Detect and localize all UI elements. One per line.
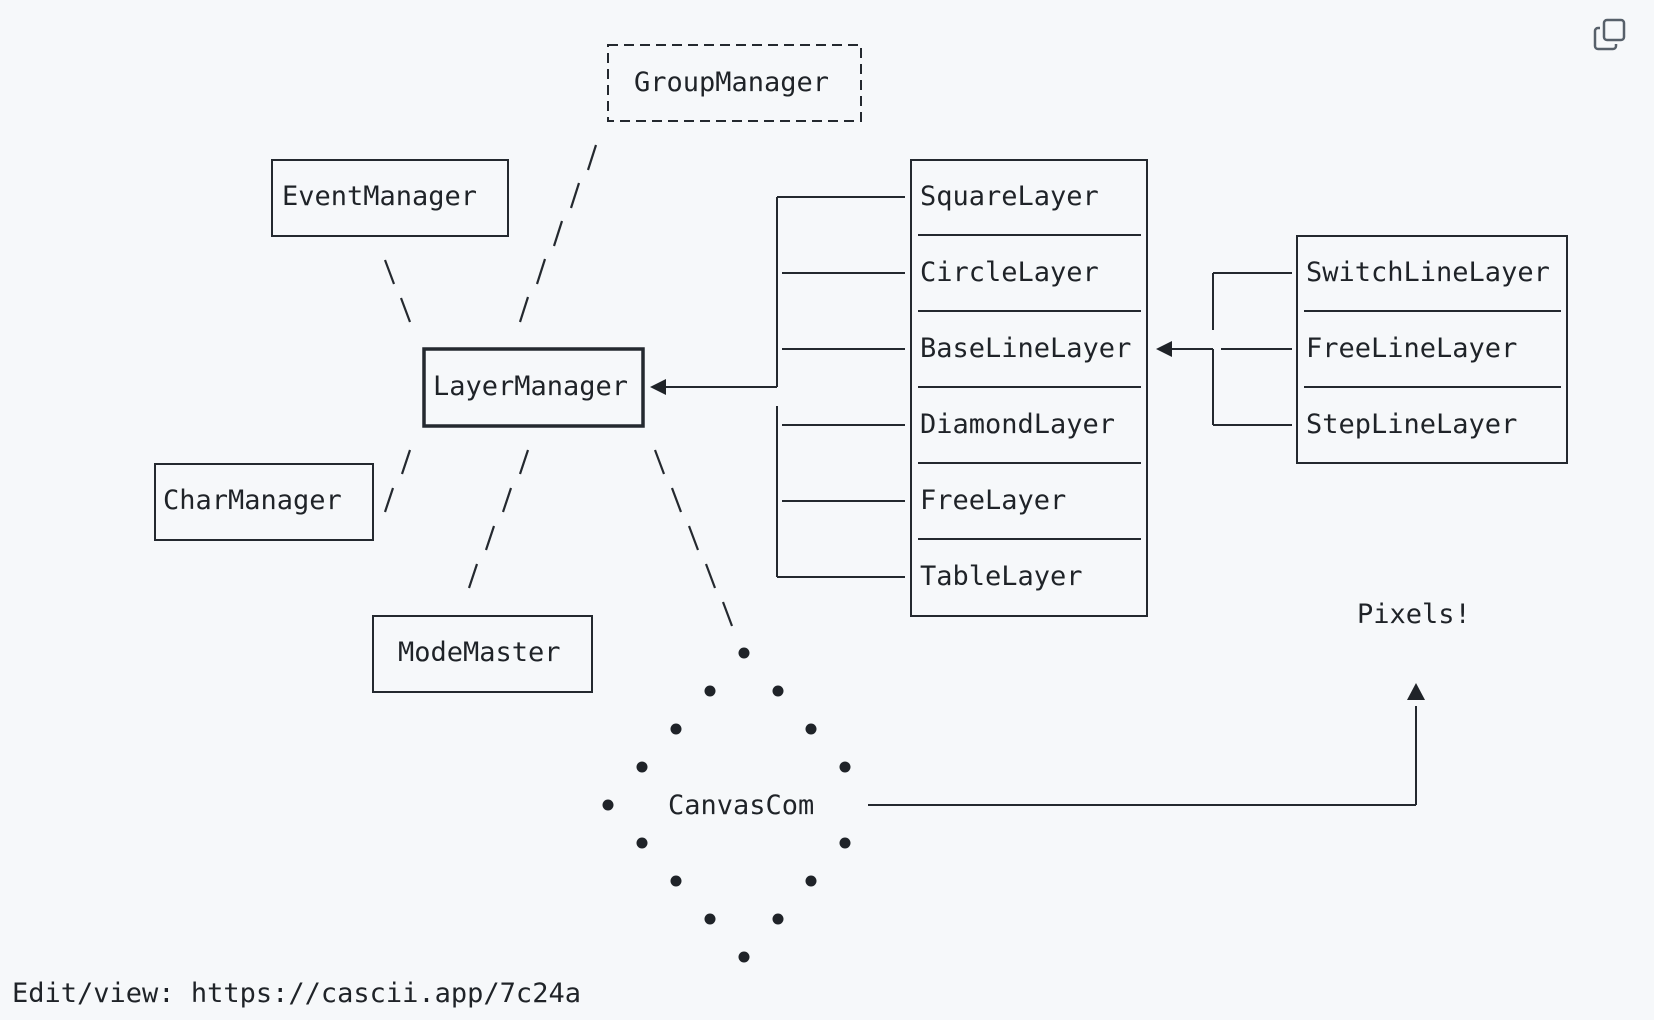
pixels-label: Pixels! — [1357, 599, 1471, 630]
canvas-com-label: CanvasCom — [668, 790, 814, 821]
connector-groupmanager-layermanager — [518, 144, 598, 323]
connector-canvascom-pixels — [868, 683, 1425, 806]
arrow-left-icon — [1156, 341, 1172, 357]
footer-url[interactable]: https://cascii.app/7c24a — [190, 978, 581, 1009]
layer-manager-label: LayerManager — [433, 371, 628, 402]
connector-eventmanager-layermanager — [383, 259, 412, 323]
canvas-com-node: CanvasCom — [602, 647, 851, 963]
group-manager-label: GroupManager — [634, 67, 829, 98]
line-layer-item-step: StepLineLayer — [1306, 409, 1517, 440]
event-manager-node: EventManager — [271, 159, 509, 237]
layers-stack: SquareLayer CircleLayer BaseLineLayer Di… — [910, 159, 1148, 617]
connector-layermanager-charmanager — [383, 449, 412, 513]
layer-item-circle: CircleLayer — [920, 257, 1099, 288]
layer-item-square: SquareLayer — [920, 181, 1099, 212]
footer-label: Edit/view: — [12, 978, 175, 1009]
line-layers-stack: SwitchLineLayer FreeLineLayer StepLineLa… — [1296, 235, 1568, 464]
line-layer-item-freeline: FreeLineLayer — [1306, 333, 1517, 364]
connector-layermanager-modemaster — [467, 449, 530, 589]
char-manager-node: CharManager — [154, 463, 374, 541]
connector-linelayers-baselinelayer — [1156, 272, 1292, 426]
copy-icon — [1593, 18, 1626, 51]
footer-link-line: Edit/view: https://cascii.app/7c24a — [12, 974, 581, 1014]
connector-layers-layermanager — [650, 196, 905, 578]
connector-layermanager-canvascom — [653, 449, 734, 627]
line-layer-item-switch: SwitchLineLayer — [1306, 257, 1550, 288]
arrow-up-icon — [1407, 683, 1425, 700]
layer-item-baseline: BaseLineLayer — [920, 333, 1131, 364]
layer-item-table: TableLayer — [920, 561, 1083, 592]
group-manager-node: GroupManager — [607, 44, 862, 122]
event-manager-label: EventManager — [282, 181, 477, 212]
mode-master-node: ModeMaster — [372, 615, 593, 693]
layer-item-free: FreeLayer — [920, 485, 1066, 516]
copy-button[interactable] — [1590, 16, 1630, 56]
char-manager-label: CharManager — [163, 485, 342, 516]
layer-manager-node: LayerManager — [422, 347, 645, 428]
layer-item-diamond: DiamondLayer — [920, 409, 1115, 440]
arrow-left-icon — [650, 379, 666, 395]
mode-master-label: ModeMaster — [398, 637, 561, 668]
